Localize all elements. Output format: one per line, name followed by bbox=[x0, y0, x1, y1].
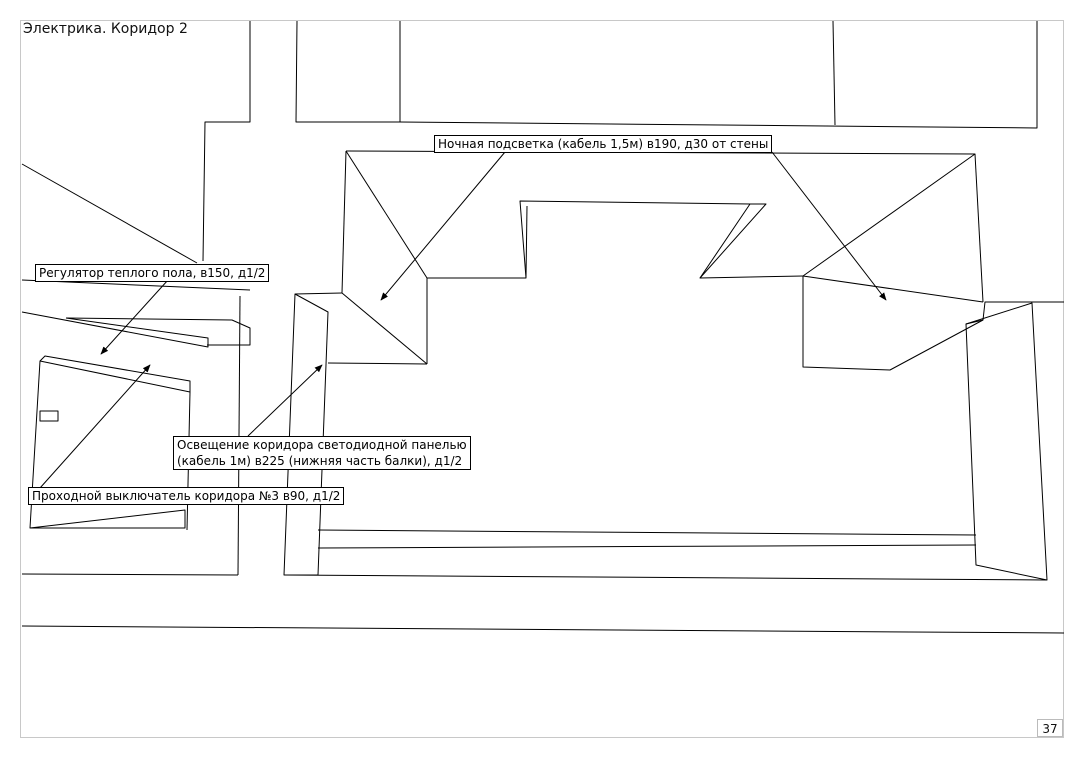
pillar-top-edge bbox=[294, 292, 343, 295]
beam-left-diagonal bbox=[345, 150, 428, 279]
top-wall-divider bbox=[832, 20, 836, 126]
leader-led-panel bbox=[247, 364, 323, 437]
beam-right-diagonal bbox=[802, 275, 984, 303]
wall-box bbox=[39, 410, 59, 422]
top-wall-middle bbox=[295, 20, 401, 123]
leader-pass-switch bbox=[39, 364, 151, 489]
callout-night-light: Ночная подсветка (кабель 1,5м) в190, д30… bbox=[434, 135, 773, 153]
callout-floor-heating-regulator: Регулятор теплого пола, в150, д1/2 bbox=[35, 264, 270, 282]
leader-floor-regulator bbox=[100, 279, 169, 355]
right-back-edge bbox=[974, 153, 984, 303]
beam-left-bottom bbox=[327, 362, 428, 365]
right-column bbox=[965, 302, 1048, 581]
sheet-frame bbox=[20, 20, 1064, 738]
leader-night-light-left bbox=[380, 151, 506, 301]
top-wall-right bbox=[399, 21, 1038, 129]
beam-center-right bbox=[699, 203, 767, 279]
page-title: Электрика. Коридор 2 bbox=[22, 21, 192, 40]
left-diagonal bbox=[21, 163, 198, 264]
ceiling-beam-left bbox=[345, 150, 1064, 371]
beam-left-lower-diagonal bbox=[341, 292, 428, 365]
left-floor-edge bbox=[21, 573, 239, 576]
central-pillar bbox=[283, 293, 329, 576]
floor-middle-edge bbox=[317, 544, 977, 549]
beam-left-edge bbox=[341, 150, 347, 294]
beam-left-inner bbox=[427, 200, 804, 279]
floor-near-edge bbox=[317, 529, 977, 536]
leader-lines bbox=[39, 151, 887, 489]
left-door bbox=[29, 355, 191, 529]
floor-front-edge bbox=[283, 574, 1048, 581]
leader-night-light-right bbox=[771, 151, 887, 301]
right-column-back bbox=[965, 319, 984, 325]
beam-center-left bbox=[525, 205, 528, 279]
left-beam-right bbox=[65, 317, 251, 346]
page-number: 37 bbox=[1037, 719, 1063, 737]
callout-pass-through-switch: Проходной выключатель коридора №3 в90, д… bbox=[28, 487, 345, 505]
left-inner-vertical bbox=[237, 295, 241, 576]
bottom-baseline bbox=[21, 625, 1065, 634]
wall-outlines bbox=[21, 20, 1065, 634]
callout-corridor-led-panel: Освещение коридора светодиодной панелью … bbox=[173, 436, 471, 470]
left-beam-upper bbox=[21, 311, 209, 348]
top-wall-left bbox=[202, 21, 251, 262]
